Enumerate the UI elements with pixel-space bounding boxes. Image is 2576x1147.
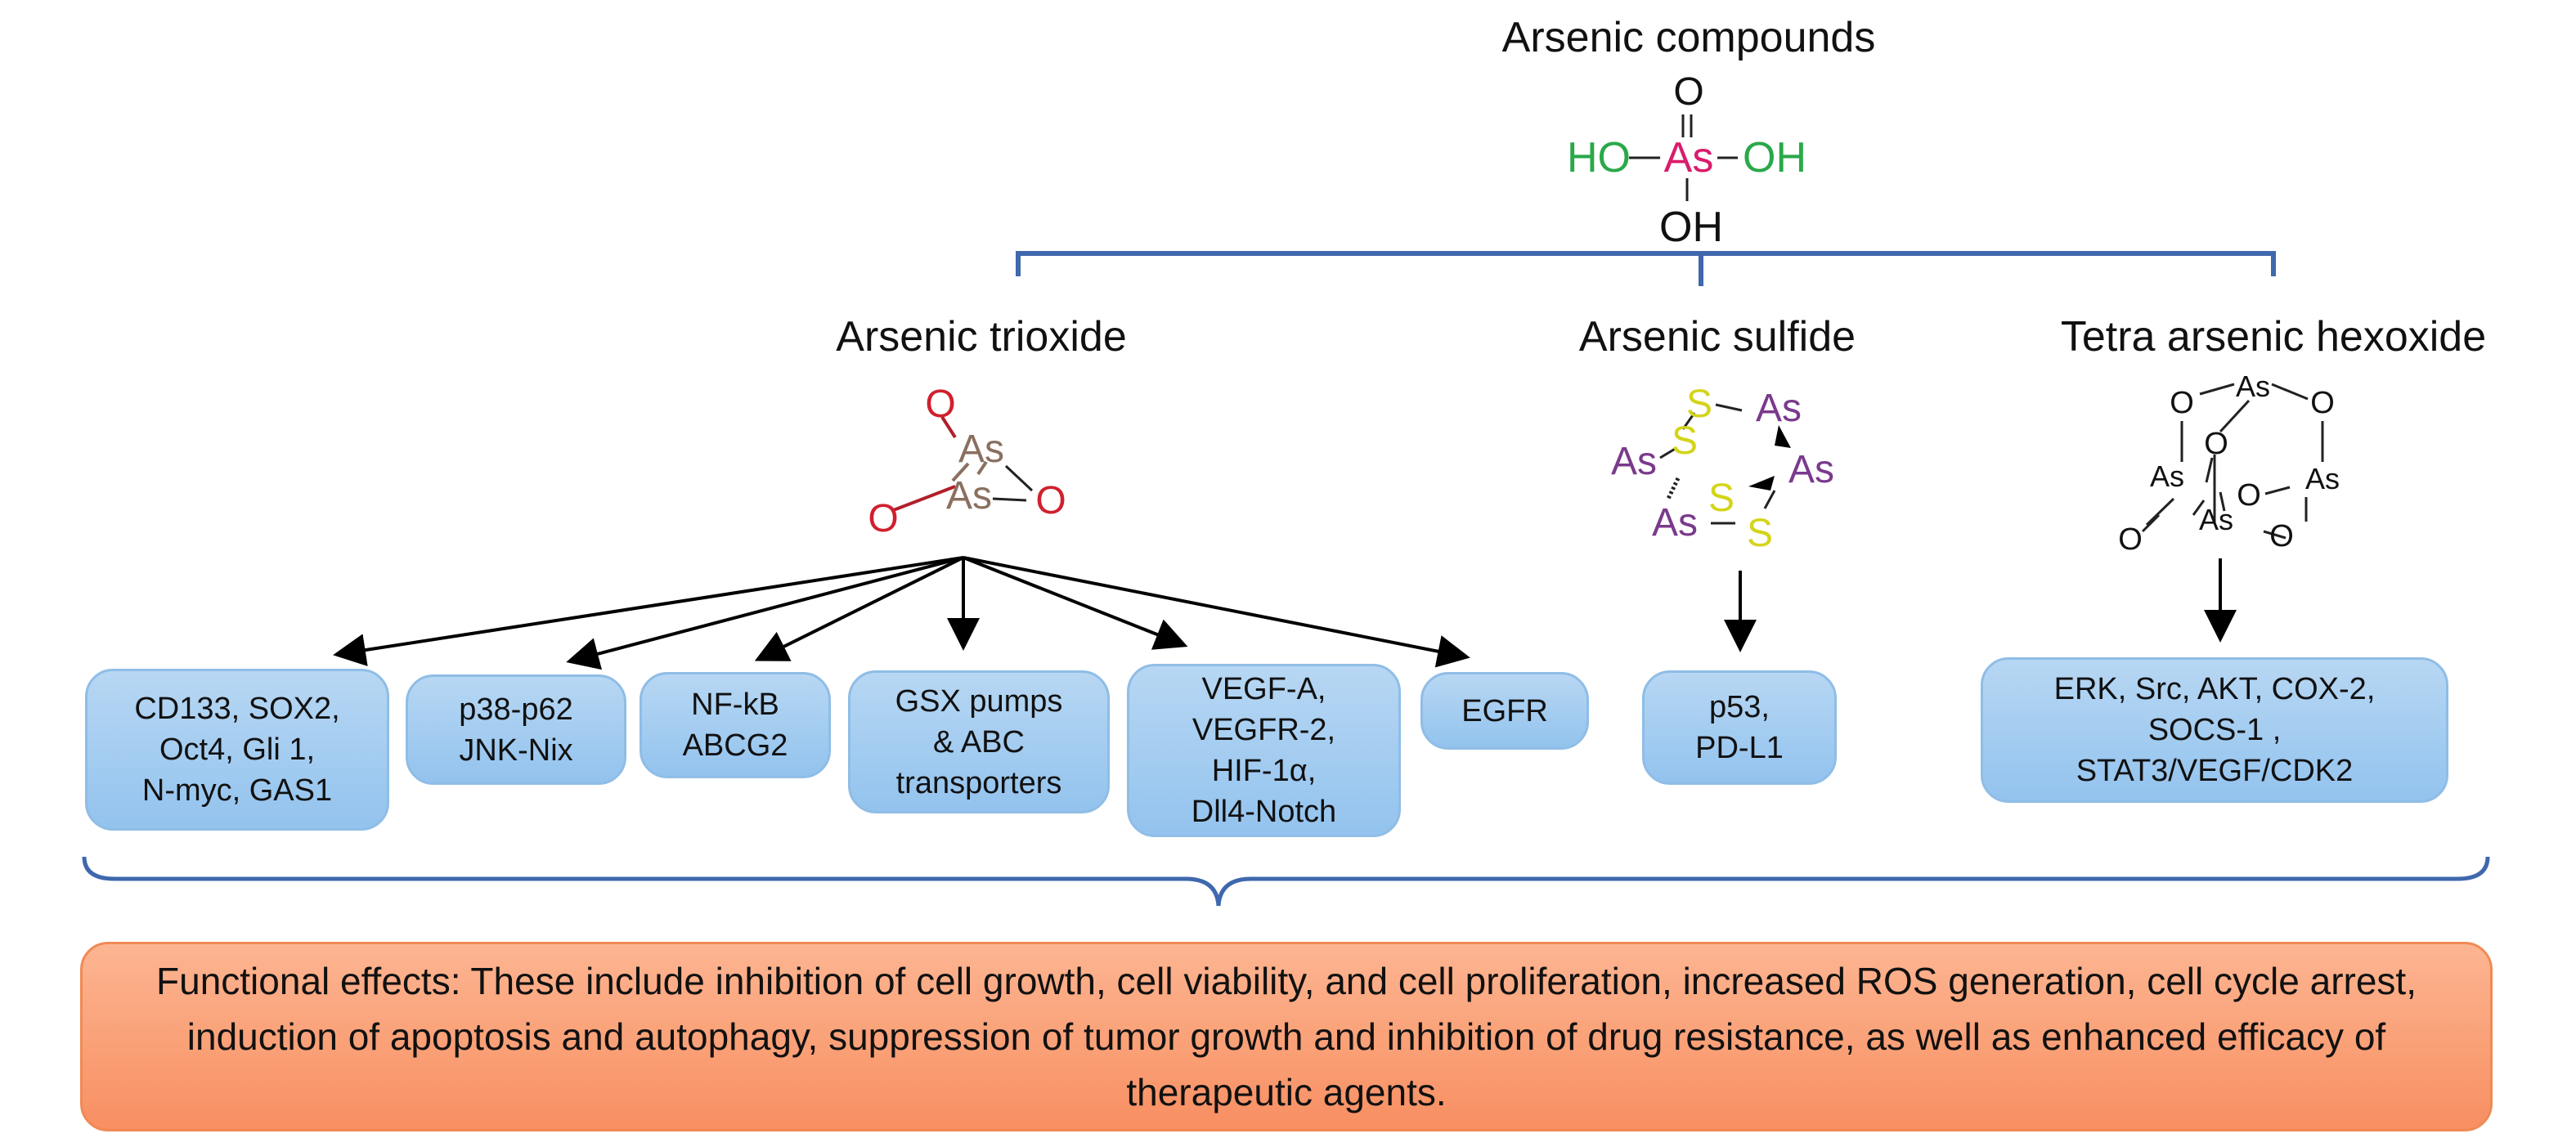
sulfide-s-1: S [1686, 383, 1712, 426]
target-box-egfr: EGFR [1420, 672, 1589, 750]
sulfide-as-4: As [1652, 501, 1698, 544]
target-box-p53: p53, PD-L1 [1642, 670, 1837, 785]
trioxide-title: Arsenic trioxide [836, 313, 1127, 361]
hexoxide-as-left: As [2150, 459, 2184, 493]
target-box-vegf: VEGF-A, VEGFR-2, HIF-1α, Dll4-Notch [1127, 664, 1401, 837]
arsenic-acid-structure: O HO As OH OH [1567, 70, 1806, 251]
hexoxide-o-2: O [2310, 386, 2335, 420]
trioxide-arrows [333, 556, 1470, 670]
hexoxide-o-1: O [2170, 386, 2194, 420]
target-box-p38-jnk: p38-p62 JNK-Nix [406, 674, 626, 785]
target-text: CD133, SOX2, Oct4, Gli 1, N-myc, GAS1 [134, 692, 340, 808]
target-text: VEGF-A, VEGFR-2, HIF-1α, Dll4-Notch [1191, 672, 1337, 829]
functional-effects-box: Functional effects: These include inhibi… [80, 942, 2493, 1131]
hexoxide-title: Tetra arsenic hexoxide [2060, 313, 2487, 361]
sulfide-as-2: As [1611, 440, 1657, 483]
sulfide-as-3: As [1788, 448, 1834, 491]
target-text: GSX pumps & ABC transporters [895, 683, 1063, 800]
bottom-brace [82, 856, 2490, 907]
arsenic-sulfide-structure: S As S As As S As S [1611, 383, 1834, 555]
arrow-to-t2 [566, 556, 964, 670]
hexoxide-o-5: O [2118, 522, 2143, 557]
target-box-gsx-abc: GSX pumps & ABC transporters [848, 670, 1110, 813]
hexoxide-o-6: O [2269, 519, 2294, 553]
atom-oh-bottom: OH [1659, 204, 1723, 251]
trioxide-as-lower: As [946, 474, 992, 517]
atom-oh-right: OH [1743, 134, 1806, 181]
trioxide-o-top: O [925, 383, 955, 426]
hexoxide-as-top: As [2236, 370, 2270, 403]
arrow-to-t1 [333, 556, 964, 666]
target-text: ERK, Src, AKT, COX-2, SOCS-1 , STAT3/VEG… [2053, 672, 2376, 788]
target-text: NF-kB ABCG2 [682, 688, 788, 763]
target-text: EGFR [1461, 693, 1548, 728]
arrow-to-t3 [754, 556, 964, 661]
target-box-nfkb: NF-kB ABCG2 [640, 672, 831, 778]
target-box-stemness: CD133, SOX2, Oct4, Gli 1, N-myc, GAS1 [85, 669, 389, 831]
sulfide-s-4: S [1747, 512, 1773, 555]
trioxide-o-right: O [1035, 479, 1066, 522]
target-text: p53, PD-L1 [1695, 690, 1784, 765]
trioxide-as-upper: As [958, 428, 1004, 471]
sulfide-s-2: S [1672, 419, 1698, 463]
sulfide-s-3: S [1708, 477, 1735, 520]
target-box-erk: ERK, Src, AKT, COX-2, SOCS-1 , STAT3/VEG… [1981, 657, 2448, 803]
hexoxide-atoms: As O O O As O As As O O [2118, 370, 2340, 557]
hexoxide-o-3: O [2204, 427, 2228, 461]
arsenic-trioxide-structure: O As As O O [868, 383, 1066, 540]
arrow-to-t6 [963, 556, 1470, 668]
hexoxide-as-right: As [2305, 462, 2340, 495]
sulfide-title: Arsenic sulfide [1578, 313, 1856, 361]
atom-as-center: As [1664, 134, 1714, 181]
functional-effects-text: Functional effects: These include inhibi… [156, 960, 2417, 1113]
atom-o-top: O [1673, 70, 1703, 114]
hexoxide-as-bottom: As [2199, 503, 2233, 536]
trioxide-o-left: O [868, 497, 898, 540]
hexoxide-structure [2141, 383, 2324, 540]
top-bracket [1016, 251, 2276, 286]
target-text: p38-p62 JNK-Nix [459, 692, 573, 768]
sulfide-as-1: As [1756, 387, 1802, 430]
atom-ho-left: HO [1567, 134, 1631, 181]
arrow-to-t5 [963, 556, 1188, 650]
hexoxide-o-4: O [2237, 478, 2261, 513]
root-title: Arsenic compounds [1501, 14, 1876, 61]
